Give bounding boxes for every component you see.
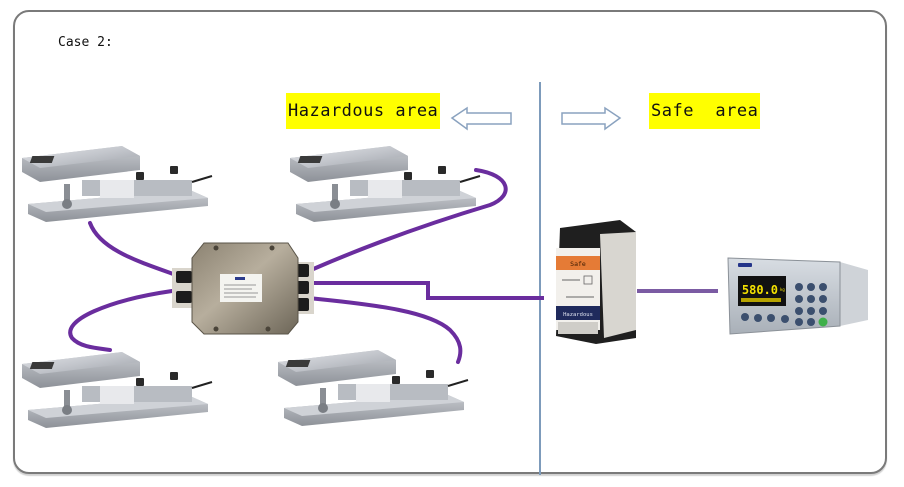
load-cell-bottom-left	[21, 351, 213, 429]
barrier-safe-text: Safe	[570, 260, 586, 268]
indicator-display-value: 580.0	[742, 283, 778, 297]
indicator-keypad	[741, 283, 827, 326]
safety-barrier: Safe Hazardous	[556, 220, 636, 344]
load-cell-top-left	[21, 145, 213, 223]
cable-top-right	[309, 168, 508, 272]
cable-group	[68, 168, 718, 364]
indicator-display-unit: kg	[780, 287, 785, 292]
hazardous-area-label: Hazardous area	[286, 93, 441, 129]
case-label: Case 2:	[58, 35, 113, 50]
load-cell-top-right	[289, 145, 481, 223]
barrier-hazardous-band	[556, 306, 600, 320]
cable-top-left	[88, 221, 178, 277]
cable-bottom-right	[306, 296, 463, 364]
cable-bottom-left	[68, 289, 174, 352]
barrier-safe-band	[556, 256, 600, 270]
weighing-indicator: 580.0 kg	[727, 257, 868, 335]
right-arrow-icon	[561, 106, 622, 131]
indicator-enter-key	[818, 317, 828, 327]
cable-to-barrier	[312, 281, 544, 300]
area-divider-line	[539, 82, 541, 475]
indicator-logo	[738, 263, 752, 267]
junction-box	[172, 242, 314, 335]
barrier-hazardous-text: Hazardous	[563, 312, 593, 318]
left-arrow-icon	[450, 106, 512, 131]
safe-area-label: Safe area	[649, 93, 761, 129]
load-cell-bottom-right	[277, 349, 469, 427]
